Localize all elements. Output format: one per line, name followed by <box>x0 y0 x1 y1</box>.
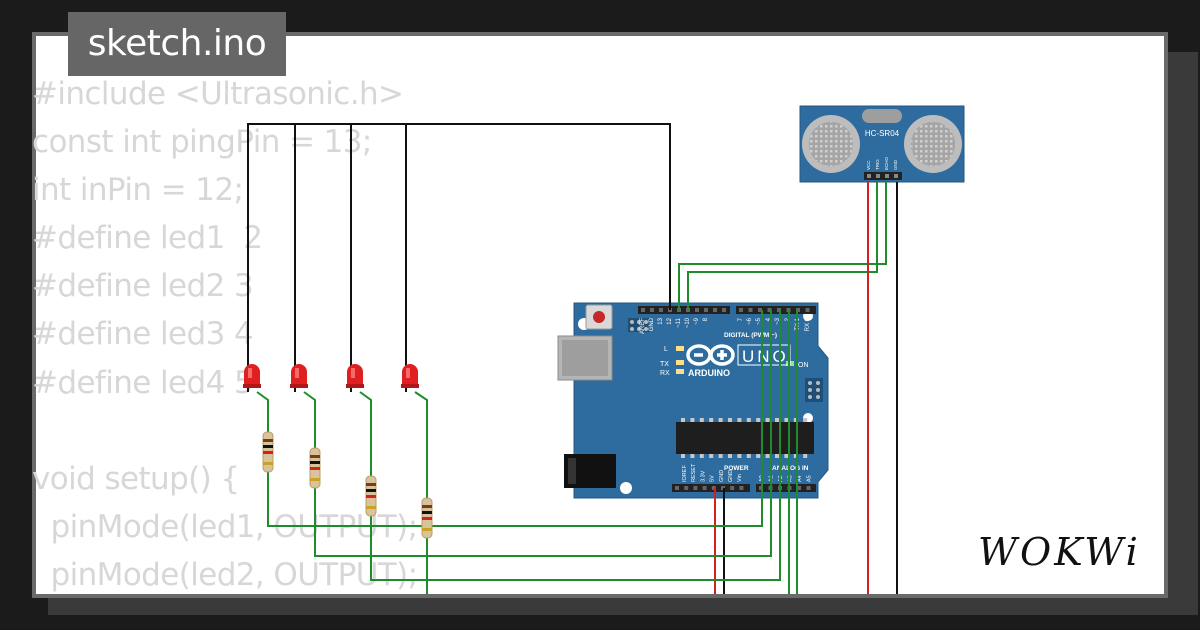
digital-pin-label: ~9 <box>694 317 700 325</box>
digital-pin-label: 4 <box>766 317 772 321</box>
resistor-4[interactable] <box>421 497 433 539</box>
digital-label: DIGITAL (PWM ~) <box>724 332 777 339</box>
on-label: ON <box>798 362 809 369</box>
led-2[interactable] <box>290 364 308 388</box>
analog-pin-label: A5 <box>807 475 813 482</box>
tx-led <box>676 360 684 365</box>
analog-header <box>756 484 816 492</box>
digital-header-left <box>638 306 730 314</box>
board-model: UNO <box>742 347 789 366</box>
power-pin-label: 3.3V <box>700 470 706 482</box>
sensor-pin-label: VCC <box>866 160 871 170</box>
sensor-header <box>864 172 902 180</box>
power-pin-label: 5V <box>710 475 716 482</box>
code-line: int inPin = 12; <box>32 172 244 209</box>
analog-pin-label: A4 <box>797 475 803 482</box>
atmega-chip <box>676 422 814 454</box>
digital-pin-label: ~10 <box>685 317 691 328</box>
digital-pin-label: 13 <box>658 317 664 324</box>
power-pin-label: GND <box>728 470 734 482</box>
sensor-label: HC-SR04 <box>865 129 900 138</box>
wokwi-logo: WOKWi <box>978 530 1141 574</box>
digital-pin-label: ~3 <box>775 317 781 325</box>
sensor-pin-label: TRIG <box>875 159 880 170</box>
wire-led1 <box>256 391 269 432</box>
wire-led3 <box>359 391 372 476</box>
resistor-1[interactable] <box>262 431 274 473</box>
code-line: #include <Ultrasonic.h> <box>32 76 404 112</box>
digital-header-right <box>736 306 816 314</box>
power-header <box>672 484 750 492</box>
board-brand: ARDUINO <box>688 368 730 378</box>
tx-label: TX <box>660 361 669 368</box>
digital-pin-label: ~5 <box>756 317 762 325</box>
sensor-pin-label: ECHO <box>884 156 889 170</box>
rx-led <box>676 369 684 374</box>
wire-led3 <box>370 310 781 581</box>
digital-pin-label: ~11 <box>676 317 682 327</box>
wire-led2 <box>303 391 316 448</box>
analog-pin-label: A3 <box>788 475 794 482</box>
l-label: L <box>664 346 668 353</box>
digital-pin-label: 7 <box>738 317 744 321</box>
resistor-2[interactable] <box>309 447 321 489</box>
digital-pin-label: AREF <box>640 318 646 334</box>
wire-gnd <box>247 123 671 392</box>
digital-pin-label: 8 <box>703 317 709 321</box>
code-line: const int pingPin = 13; <box>32 124 372 161</box>
code-line: void setup() { <box>32 460 240 497</box>
digital-pin-label: 12 <box>667 317 673 324</box>
power-pin-label: GND <box>719 470 725 482</box>
led-1[interactable] <box>243 364 261 388</box>
digital-pin-label: GND <box>649 317 655 331</box>
led-3[interactable] <box>346 364 364 388</box>
wire-echo <box>687 182 878 310</box>
arduino-logo-icon <box>686 344 735 366</box>
code-line: #define led3 4 <box>32 316 254 353</box>
arduino-uno-board[interactable]: ARDUINO UNO DIGITAL (PWM ~) ANALOG IN PO… <box>557 302 829 499</box>
mounting-hole <box>620 482 632 494</box>
power-pin-label: Vin <box>737 474 743 482</box>
wire-led1 <box>267 310 763 527</box>
analog-label: ANALOG IN <box>772 465 809 472</box>
wire-trig <box>678 182 887 310</box>
crystal <box>862 109 902 123</box>
code-line: pinMode(led2, OUTPUT); <box>32 556 419 593</box>
resistor-3[interactable] <box>365 475 377 517</box>
digital-pin-label: ~6 <box>747 317 753 325</box>
power-pin-label: RESET <box>691 463 697 482</box>
power-pin-label: IOREF <box>682 465 688 482</box>
code-preview: #include <Ultrasonic.h> const int pingPin… <box>32 70 419 599</box>
led-4[interactable] <box>401 364 419 388</box>
hc-sr04-sensor[interactable]: HC-SR04 VCC TRIG ECHO GND <box>799 105 965 183</box>
l-led <box>676 346 684 351</box>
reset-button-cap <box>593 311 605 323</box>
power-label: POWER <box>724 465 749 472</box>
sensor-pin-label: GND <box>893 159 898 170</box>
wire-led4 <box>414 391 428 498</box>
sketch-title[interactable]: sketch.ino <box>68 12 286 76</box>
wire-led2 <box>314 310 772 557</box>
digital-pin-label: RX 0 <box>805 317 811 331</box>
rx-label: RX <box>660 370 670 377</box>
